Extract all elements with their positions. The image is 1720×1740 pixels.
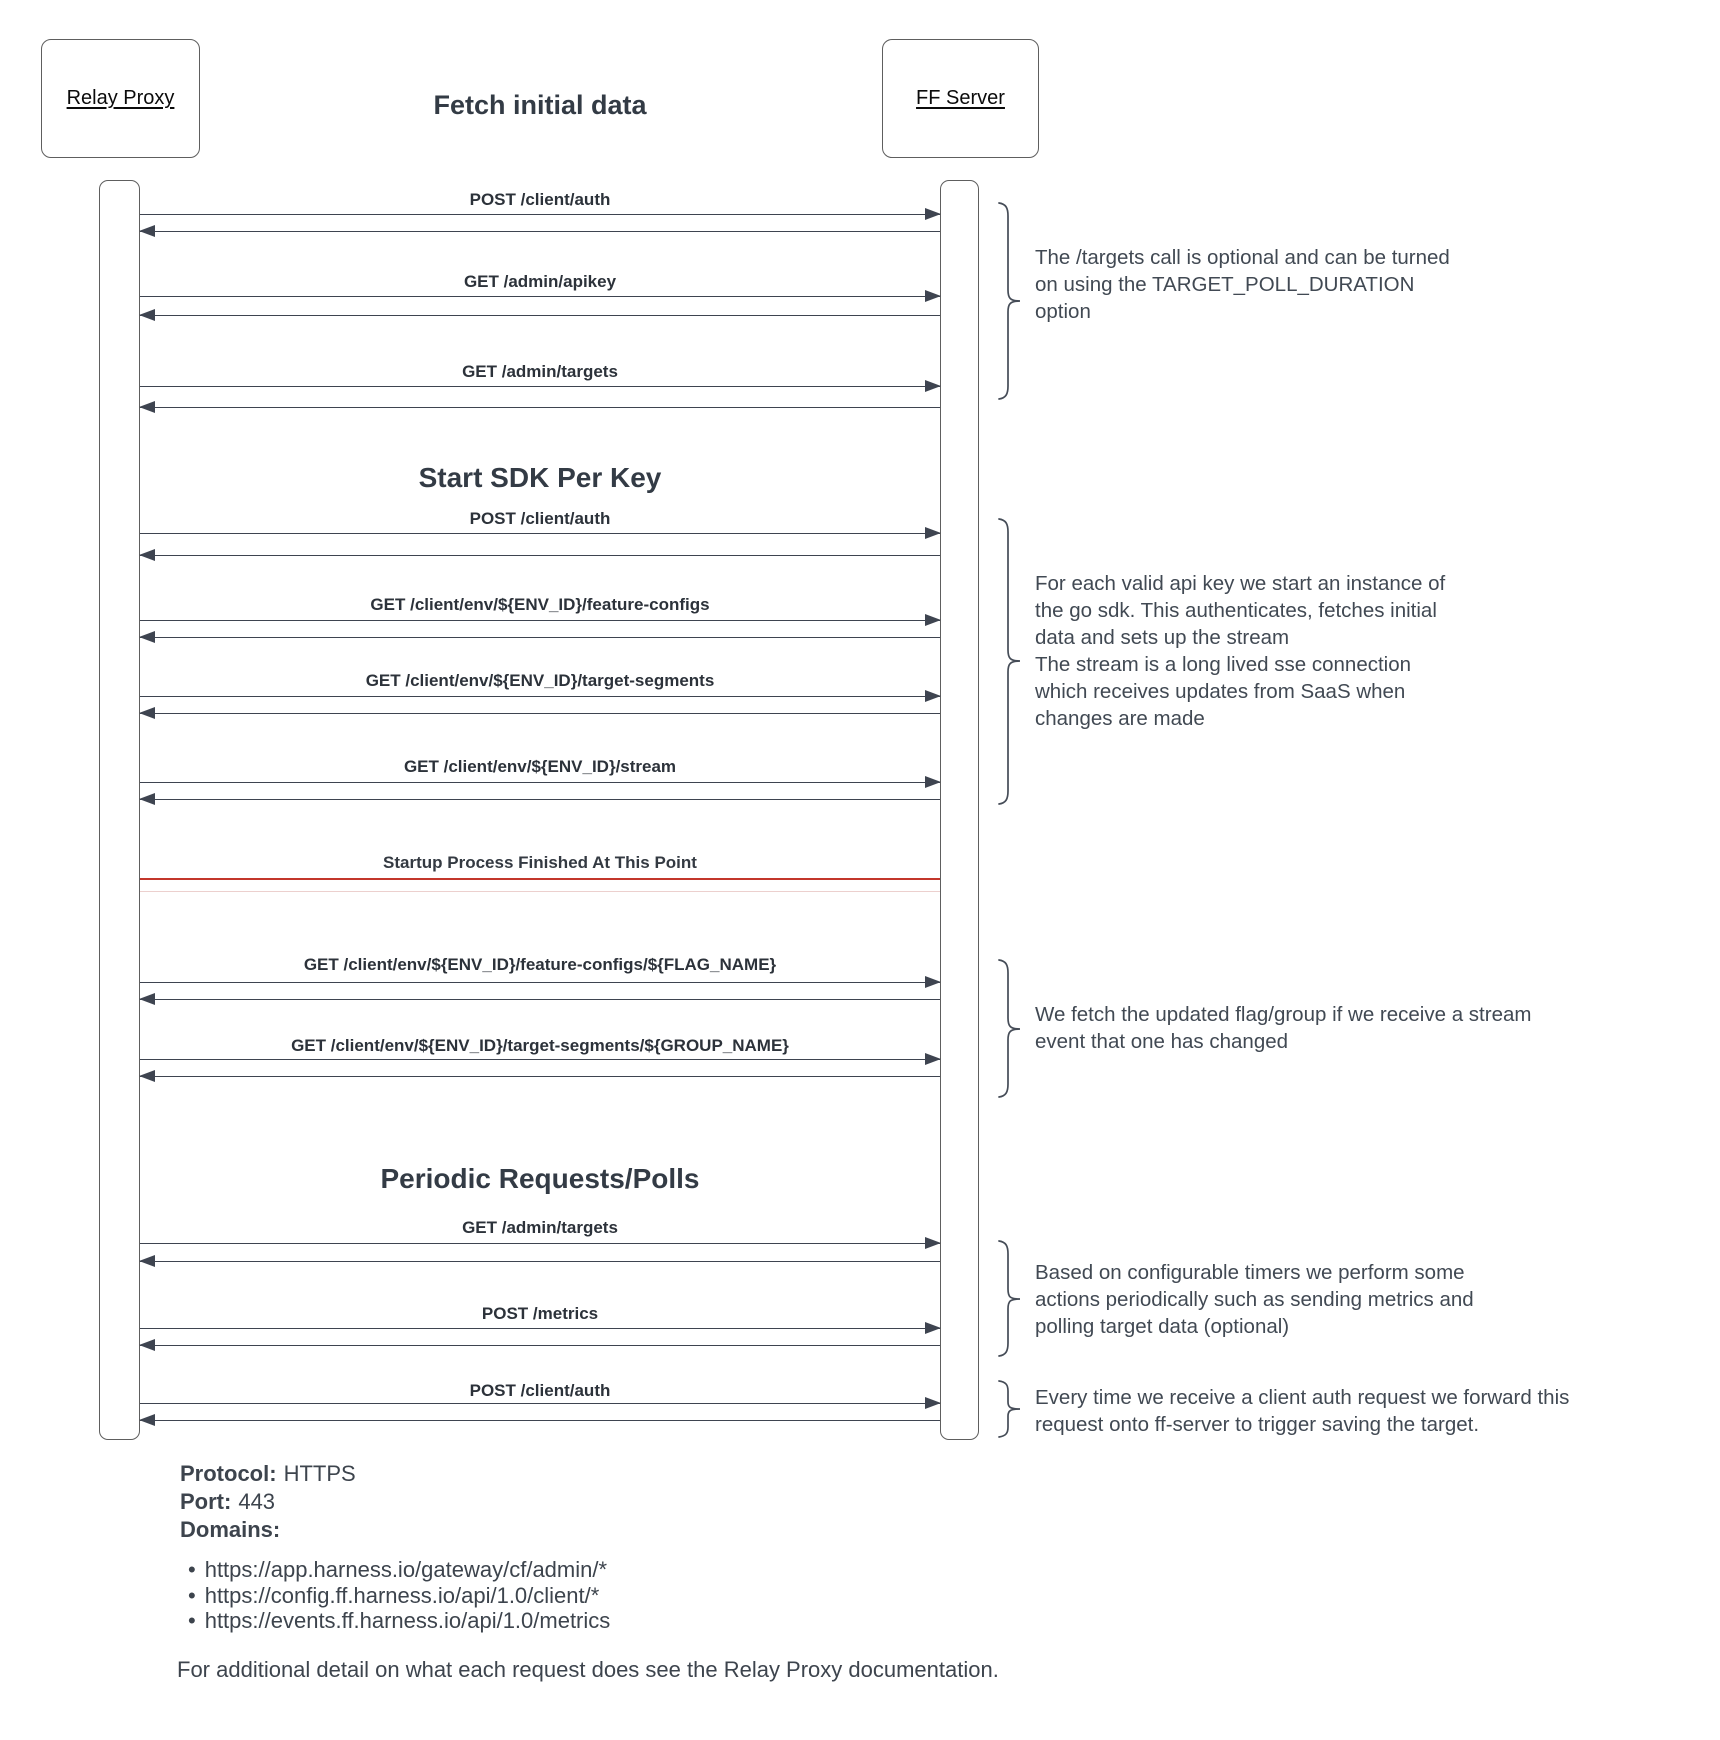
message-label: GET /client/env/${ENV_ID}/feature-config… xyxy=(303,955,777,974)
request-arrow xyxy=(140,208,941,220)
request-arrow xyxy=(140,290,941,302)
footer-note: For additional detail on what each reque… xyxy=(177,1657,999,1682)
domains-label: Domains: xyxy=(180,1517,281,1542)
port-label: Port: xyxy=(180,1489,232,1514)
diagram-title: Fetch initial data xyxy=(433,90,647,120)
bullet-icon: • xyxy=(188,1608,196,1633)
request-arrow xyxy=(140,776,941,788)
response-arrow xyxy=(139,793,940,805)
port-line: Port:443 xyxy=(180,1488,610,1516)
separator-label: Startup Process Finished At This Point xyxy=(383,853,697,872)
brace-stream-update xyxy=(998,959,1021,1098)
request-arrow xyxy=(140,976,941,988)
separator-line-echo xyxy=(140,891,940,892)
request-arrow xyxy=(140,614,941,626)
actor-ff-server: FF Server xyxy=(882,39,1039,158)
annotation-targets-optional: The /targets call is optional and can be… xyxy=(1035,246,1450,323)
lifeline-relay-proxy xyxy=(99,180,140,1440)
message-label: POST /client/auth xyxy=(469,1381,611,1400)
connection-info: Protocol:HTTPS Port:443 Domains: • https:… xyxy=(180,1460,610,1634)
message-label: POST /client/auth xyxy=(469,509,611,528)
request-arrow xyxy=(140,380,941,392)
domain-item: • https://app.harness.io/gateway/cf/admin… xyxy=(180,1557,610,1583)
domain-item: • https://config.ff.harness.io/api/1.0/cl… xyxy=(180,1583,610,1609)
domain-url: https://config.ff.harness.io/api/1.0/cli… xyxy=(204,1582,600,1608)
response-arrow xyxy=(139,401,940,413)
response-arrow xyxy=(139,993,940,1005)
message-label: GET /admin/targets xyxy=(462,1218,618,1237)
response-arrow xyxy=(139,1339,940,1351)
actor-relay-proxy-label: Relay Proxy xyxy=(66,87,175,109)
protocol-line: Protocol:HTTPS xyxy=(180,1460,610,1488)
request-arrow xyxy=(140,1322,941,1334)
request-arrow xyxy=(140,690,941,702)
response-arrow xyxy=(139,1070,940,1082)
separator-line xyxy=(140,878,940,880)
protocol-label: Protocol: xyxy=(180,1461,277,1486)
brace-periodic xyxy=(998,1240,1021,1357)
response-arrow xyxy=(139,549,940,561)
annotation-fetch-updated: We fetch the updated flag/group if we re… xyxy=(1035,1003,1532,1053)
response-arrow xyxy=(139,1255,940,1267)
domains-line: Domains: xyxy=(180,1516,610,1544)
request-arrow xyxy=(140,1397,941,1409)
message-label: GET /client/env/${ENV_ID}/target-segment… xyxy=(365,671,715,690)
brace-client-auth xyxy=(998,1380,1021,1438)
message-label: GET /client/env/${ENV_ID}/feature-config… xyxy=(370,595,710,614)
message-label: GET /client/env/${ENV_ID}/target-segment… xyxy=(291,1036,789,1055)
domain-item: • https://events.ff.harness.io/api/1.0/me… xyxy=(180,1608,610,1634)
annotation-auth-forward: Every time we receive a client auth requ… xyxy=(1035,1386,1570,1436)
lifeline-ff-server xyxy=(940,180,979,1440)
request-arrow xyxy=(140,1237,941,1249)
protocol-value: HTTPS xyxy=(283,1461,356,1486)
message-label: GET /admin/apikey xyxy=(463,272,617,291)
actor-relay-proxy: Relay Proxy xyxy=(41,39,200,158)
response-arrow xyxy=(139,631,940,643)
domain-url: https://app.harness.io/gateway/cf/admin/… xyxy=(204,1557,608,1582)
message-label: POST /client/auth xyxy=(469,190,611,209)
response-arrow xyxy=(139,225,940,237)
bullet-icon: • xyxy=(188,1557,196,1582)
message-label: GET /admin/targets xyxy=(462,362,618,381)
message-label: GET /client/env/${ENV_ID}/stream xyxy=(403,757,677,776)
request-arrow xyxy=(140,527,941,539)
port-value: 443 xyxy=(238,1489,276,1514)
response-arrow xyxy=(139,1414,940,1426)
request-arrow xyxy=(140,1053,941,1065)
response-arrow xyxy=(139,309,940,321)
brace-initial-fetch xyxy=(998,202,1021,400)
domain-list: • https://app.harness.io/gateway/cf/admin… xyxy=(180,1557,610,1634)
actor-ff-server-label: FF Server xyxy=(916,87,1005,109)
response-arrow xyxy=(139,707,940,719)
section-title-periodic: Periodic Requests/Polls xyxy=(380,1163,700,1194)
annotation-timers: Based on configurable timers we perform … xyxy=(1035,1261,1474,1338)
message-label: POST /metrics xyxy=(481,1304,599,1323)
bullet-icon: • xyxy=(188,1582,196,1608)
section-title-start-sdk: Start SDK Per Key xyxy=(418,462,662,493)
annotation-sdk-instance: For each valid api key we start an insta… xyxy=(1035,572,1446,730)
domain-url: https://events.ff.harness.io/api/1.0/met… xyxy=(204,1608,611,1633)
brace-sdk-start xyxy=(998,518,1021,805)
